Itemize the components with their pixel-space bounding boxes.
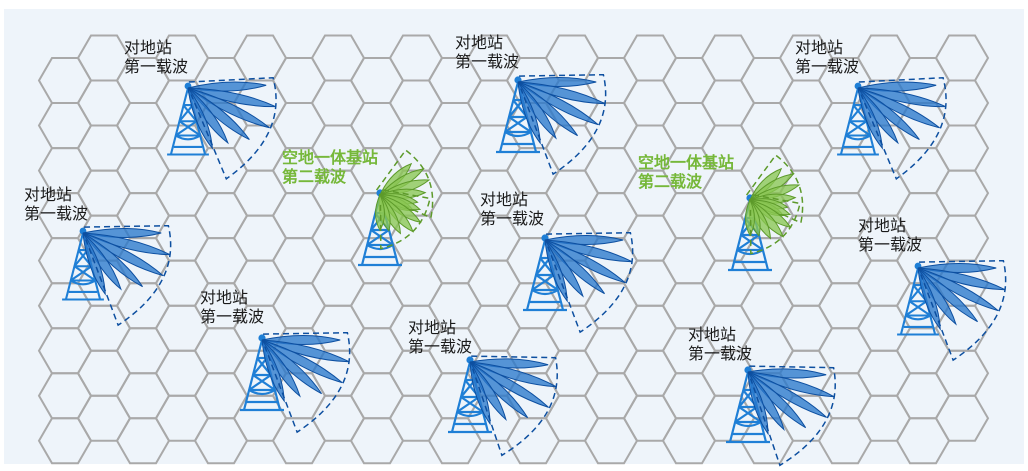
air-ground-beam-icon xyxy=(745,194,801,255)
station-label-ground: 对地站第一载波 xyxy=(200,288,265,326)
station-label-air-ground: 空地一体基站第二载波 xyxy=(638,153,735,191)
ground-base-station xyxy=(167,76,277,181)
station-label-ground: 对地站第一载波 xyxy=(858,216,923,254)
station-label-air-ground: 空地一体基站第二载波 xyxy=(282,148,379,186)
directional-beam-icon xyxy=(469,355,558,457)
directional-beam-icon xyxy=(544,231,634,334)
ground-base-station xyxy=(448,355,558,457)
station-label-ground: 对地站第一载波 xyxy=(124,38,189,76)
ground-base-station xyxy=(897,259,1007,362)
station-label-ground: 对地站第一载波 xyxy=(24,185,89,223)
ground-tower-icon xyxy=(240,334,284,412)
station-label-ground: 对地站第一载波 xyxy=(408,318,473,356)
station-label-ground: 对地站第一载波 xyxy=(688,325,753,363)
ground-base-station xyxy=(62,224,172,327)
directional-beam-icon xyxy=(82,224,172,327)
ground-base-station xyxy=(726,365,836,467)
hex-cell xyxy=(934,394,990,442)
directional-beam-icon xyxy=(517,73,607,176)
station-label-ground: 对地站第一载波 xyxy=(795,38,860,76)
directional-beam-icon xyxy=(187,76,277,181)
ground-tower-icon xyxy=(523,234,567,312)
ground-base-station xyxy=(240,331,351,434)
station-label-ground: 对地站第一载波 xyxy=(480,190,545,228)
ground-base-station xyxy=(837,76,947,181)
directional-beam-icon xyxy=(261,331,351,434)
station-label-ground: 对地站第一载波 xyxy=(455,33,520,71)
ground-base-station xyxy=(496,73,607,176)
ground-base-station xyxy=(523,231,634,334)
air-ground-base-station xyxy=(728,154,804,272)
directional-beam-icon xyxy=(857,76,947,181)
directional-beam-icon xyxy=(917,259,1007,362)
